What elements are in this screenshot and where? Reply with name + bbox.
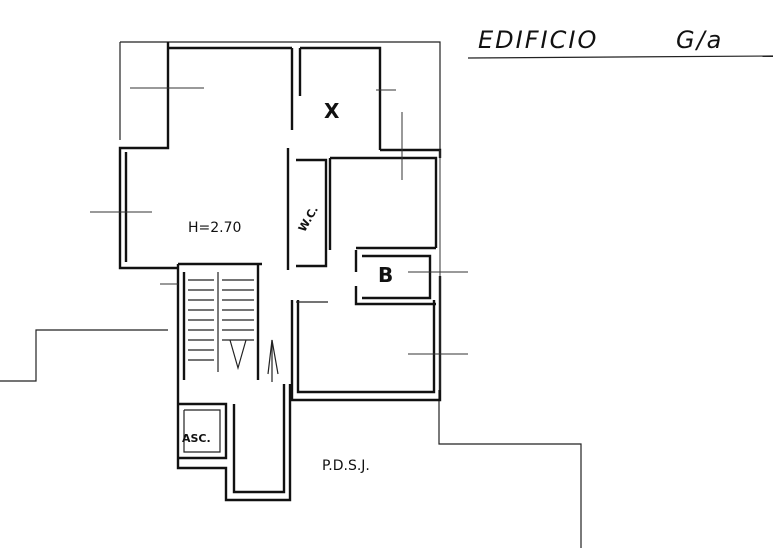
room-b-label: B — [378, 263, 393, 287]
elevator-label: ASC. — [182, 432, 211, 445]
title-underline — [467, 55, 773, 59]
site-boundary — [0, 41, 582, 548]
title-block: EDIFICIO G/a — [467, 26, 773, 59]
building-code: G/a — [676, 26, 723, 54]
wc-label: W.C. — [296, 204, 321, 234]
ceiling-height-label: H=2.70 — [188, 220, 241, 236]
building-title: EDIFICIO — [478, 26, 598, 54]
room-x-label: X — [324, 99, 340, 123]
window-markers — [90, 87, 468, 390]
stair-treads — [188, 272, 279, 382]
landing-label: P.D.S.J. — [322, 458, 370, 474]
